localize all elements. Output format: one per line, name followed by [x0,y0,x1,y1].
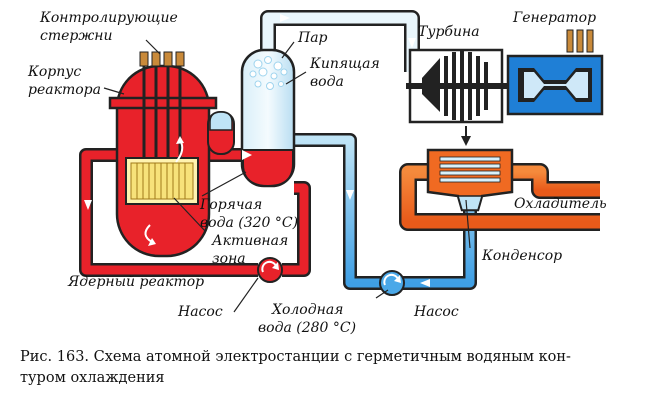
label-reactor: Ядерный реактор [67,274,204,290]
label-generator: Генератор [512,10,596,26]
label-core-2: зона [212,251,246,267]
label-hot-2: вода (320 °С) [200,215,298,231]
turbine [406,48,516,146]
cold-water-pipe [294,133,477,290]
caption-line-2: туром охлаждения [20,370,165,386]
label-condenser: Конденсор [481,248,562,264]
reactor-vessel [108,51,218,258]
label-pump-right: Насос [413,304,459,320]
label-vessel-1: Корпус [27,64,81,80]
label-cold-2: вода (280 °С) [258,320,356,336]
active-core [125,157,199,205]
label-boiling-1: Кипящая [309,56,380,72]
leader-lines [103,39,471,313]
pump-right [379,270,405,296]
label-boiling-2: вода [310,74,344,90]
label-steam: Пар [297,30,328,46]
label-rods-1: Контролирующие [39,10,178,26]
label-cold-1: Холодная [271,302,343,318]
pressurizer [207,111,235,155]
label-pump-left: Насос [177,304,223,320]
condenser [426,148,514,212]
label-cooler: Охладитель [514,196,607,212]
caption-line-1: Рис. 163. Схема атомной электростанции с… [20,349,571,365]
label-core-1: Активная [211,233,288,249]
cooler-loop [399,163,600,231]
label-turbine: Турбина [418,24,480,40]
pump-left [257,257,283,283]
label-vessel-2: реактора [28,82,101,98]
hot-loop [79,148,311,277]
steam-separator [240,48,296,188]
flow-arrows [84,14,430,287]
label-rods-2: стержни [40,28,113,44]
label-hot-1: Горячая [199,197,262,213]
generator [506,29,604,116]
